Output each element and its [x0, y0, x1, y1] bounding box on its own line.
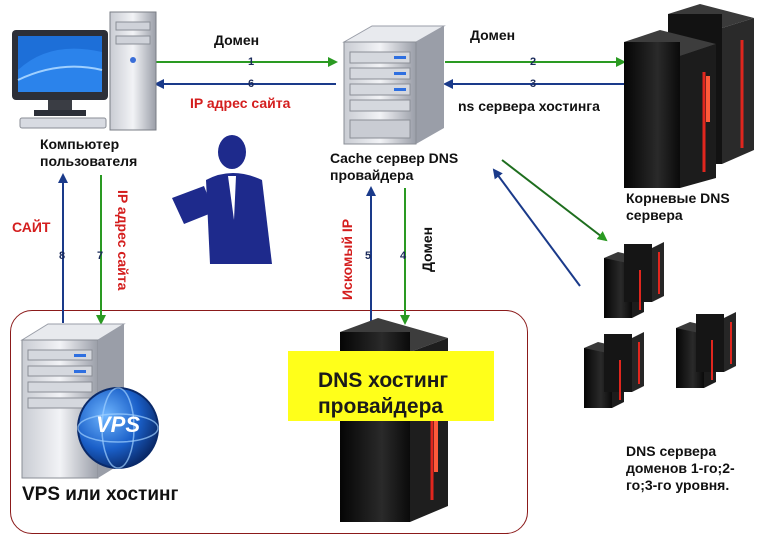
edge-3-number: 3 — [530, 78, 537, 90]
cache-dns-label-line1: Cache сервер DNS — [330, 150, 459, 166]
domain-dns-label: DNS сервера доменов 1-го;2- го;3-го уров… — [626, 443, 735, 494]
edge-1-label: Домен — [214, 32, 260, 48]
cache-dns-label-line2: провайдера — [330, 167, 414, 183]
domain-dns-label-line2: доменов 1-го;2- — [626, 460, 735, 476]
root-dns-label-line2: сервера — [626, 207, 683, 223]
dns-hosting-label-line1: DNS хостинг — [318, 369, 449, 392]
edge-6-label: IP адрес сайта — [190, 95, 291, 111]
edge-2-number: 2 — [530, 56, 537, 68]
edge-5-number: 5 — [365, 250, 372, 262]
user-pc-label: Компьютер пользователя — [40, 136, 137, 170]
edge-8-label: САЙТ — [12, 219, 51, 235]
edge-5-label: Искомый IP — [339, 218, 355, 300]
dns-hosting-label: DNS хостинг провайдера — [318, 368, 448, 420]
arrow-from-domain-dns — [492, 168, 581, 287]
cache-dns-label: Cache сервер DNS провайдера — [330, 150, 458, 184]
arrow-to-domain-dns — [501, 159, 608, 242]
edge-2-label: Домен — [470, 27, 516, 43]
cache-server-icon — [342, 25, 446, 145]
vps-server-icon — [20, 323, 159, 479]
root-dns-servers-icon — [624, 4, 754, 188]
edge-7-label: IP адрес сайта — [115, 190, 131, 291]
edge-1-number: 1 — [248, 56, 255, 68]
dns-hosting-label-line2: провайдера — [318, 395, 444, 418]
domain-dns-label-line1: DNS сервера — [626, 443, 717, 459]
computer-icon — [12, 11, 157, 131]
edge-8-number: 8 — [59, 250, 66, 262]
edge-4-label: Домен — [419, 226, 435, 272]
vps-label: VPS или хостинг — [22, 484, 179, 505]
domain-dns-label-line3: го;3-го уровня. — [626, 477, 730, 493]
edge-3-label: ns сервера хостинга — [458, 98, 600, 114]
root-dns-label: Корневые DNS сервера — [626, 190, 730, 224]
user-pc-label-line1: Компьютер — [40, 136, 120, 152]
vps-logo-text: VPS — [96, 412, 141, 437]
root-dns-label-line1: Корневые DNS — [626, 190, 730, 206]
hosting-region — [10, 310, 528, 534]
domain-dns-servers-icon — [584, 242, 736, 408]
person-icon — [172, 135, 272, 264]
user-pc-label-line2: пользователя — [40, 153, 138, 169]
dns-hosting-highlight — [288, 351, 494, 421]
edge-6-number: 6 — [248, 78, 255, 90]
edge-4-number: 4 — [400, 250, 407, 262]
edge-7-number: 7 — [97, 250, 104, 262]
